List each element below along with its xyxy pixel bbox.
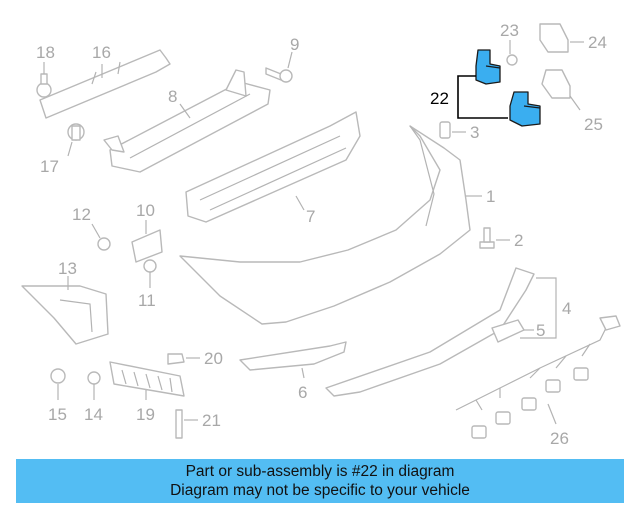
part-14-fastener [87,371,101,385]
part-4-lower-trim [325,267,535,397]
callout-21: 21 [202,411,221,430]
leader-22 [457,75,508,119]
part-3-clip [439,121,451,139]
leader-17 [67,141,73,157]
callout-10: 10 [136,201,155,220]
banner-line-part: Part or sub-assembly is #22 in diagram [185,463,455,480]
callout-26: 26 [550,429,569,448]
part-11-bolt [143,259,157,273]
callout-2: 2 [514,231,523,250]
callout-4: 4 [562,299,571,318]
part-7-absorber [185,111,361,223]
callout-8: 8 [168,87,177,106]
callout-1: 1 [486,187,495,206]
leader-26 [547,403,557,425]
callout-19: 19 [136,405,155,424]
part-10-bracket [131,229,163,263]
leader-25 [569,95,581,111]
part-8-reinforcement [103,69,271,173]
part-12-nut [97,237,111,251]
leader-9 [287,51,293,69]
callout-11: 11 [138,291,156,310]
callout-16: 16 [92,43,111,62]
info-banner: Part or sub-assembly is #22 in diagram D… [16,459,624,503]
part-13-side-bracket [21,285,109,345]
part-19-grille-panel [109,361,185,397]
callout-6: 6 [298,383,307,402]
part-24-bracket [539,23,569,53]
callout-18: 18 [36,43,55,62]
parts-diagram: 18 16 9 8 17 7 1 3 2 23 24 25 22 12 10 1… [21,21,621,448]
part-6-reflector [239,341,347,371]
callout-22: 22 [430,89,449,108]
callout-12: 12 [72,205,91,224]
part-23-fastener [506,54,518,66]
part-15-fastener [50,368,66,384]
callout-14: 14 [84,405,103,424]
banner-line-disclaimer: Diagram may not be specific to your vehi… [170,482,470,499]
callout-20: 20 [204,349,223,368]
leader-4 [520,277,557,339]
part-26-wiring-harness [455,315,621,439]
leader-8 [179,103,191,119]
part-22-parking-sensor-lower [509,91,541,127]
part-18-fastener [36,73,52,98]
part-22-parking-sensor-upper [475,49,501,85]
leader-12 [91,223,101,239]
part-2-clip [479,227,495,249]
callout-25: 25 [584,115,603,134]
callout-13: 13 [58,259,77,278]
callout-5: 5 [536,321,545,340]
part-20-clip [167,353,185,365]
part-21-pin [175,409,183,439]
leader-6 [301,367,305,379]
part-17-bolt [67,123,85,141]
part-16-bracket [39,49,171,119]
part-25-bracket [541,69,571,99]
part-1-bumper-cover [179,125,471,325]
callout-3: 3 [470,123,479,142]
part-9-bolt [265,67,293,83]
callout-9: 9 [290,35,299,54]
callout-24: 24 [588,33,607,52]
callout-7: 7 [306,207,315,226]
callout-17: 17 [40,157,59,176]
leader-7 [295,195,305,211]
callout-23: 23 [500,21,519,40]
callout-15: 15 [48,405,67,424]
